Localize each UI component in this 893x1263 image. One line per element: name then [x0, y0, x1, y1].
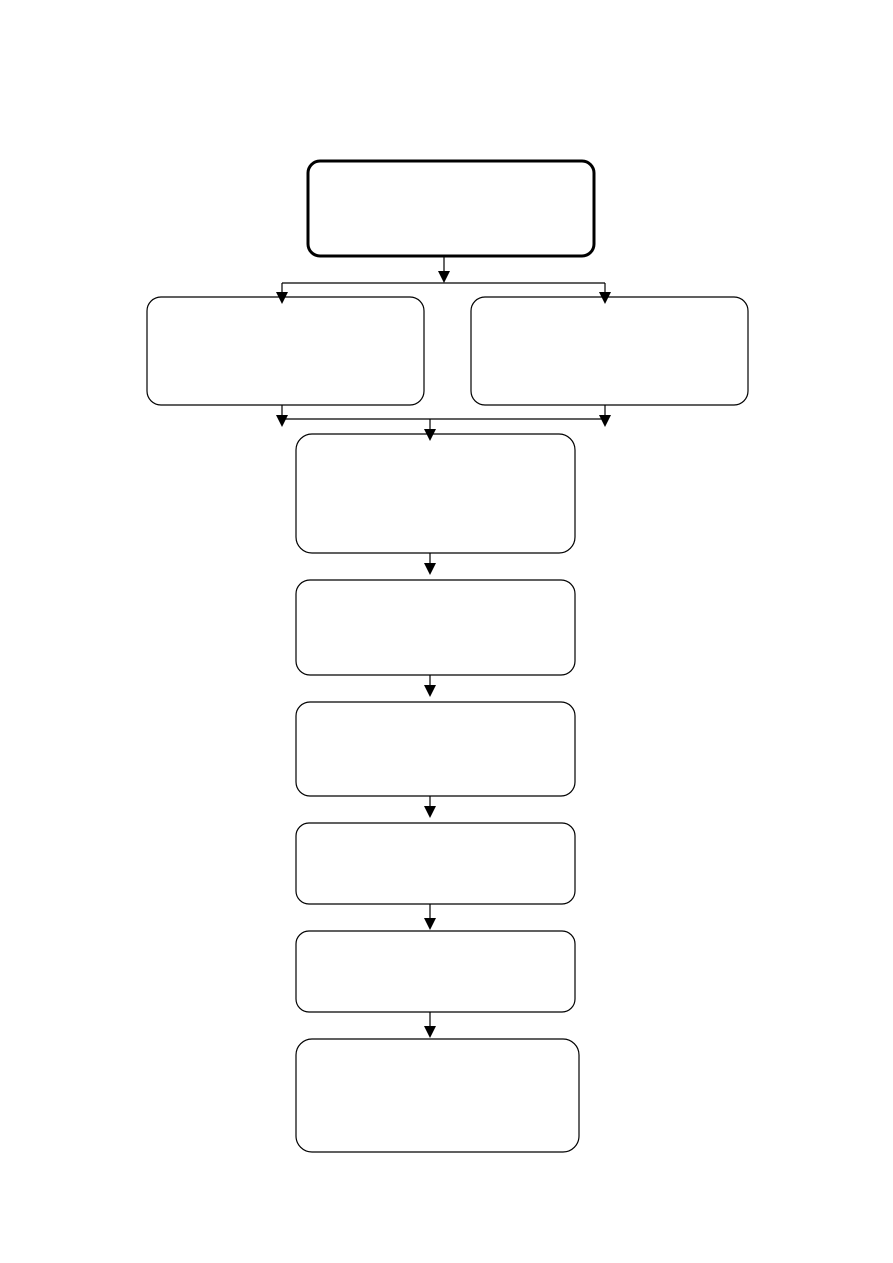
- flowchart-node-step-2: [295, 579, 576, 676]
- flowchart-node-branch-left: [146, 296, 425, 406]
- flowchart-node-step-4: [295, 822, 576, 905]
- flowchart-node-step-5: [295, 930, 576, 1013]
- connector-step-5-to-step-6: [424, 1012, 436, 1038]
- arrowhead: [424, 563, 436, 575]
- arrowhead: [424, 806, 436, 818]
- connector-split-to-branch-right: [599, 283, 611, 304]
- arrowhead: [276, 292, 288, 304]
- flowchart-node-step-3: [295, 701, 576, 797]
- arrowhead: [599, 292, 611, 304]
- arrowhead: [424, 918, 436, 930]
- connector-step-1-to-step-2: [424, 553, 436, 575]
- arrowhead: [438, 271, 450, 283]
- connector-step-4-to-step-5: [424, 904, 436, 930]
- arrowhead: [276, 415, 288, 427]
- flowchart-node-step-6: [295, 1038, 580, 1153]
- connector-split-to-branch-left: [276, 283, 288, 304]
- connector-step-2-to-step-3: [424, 675, 436, 697]
- flowchart-node-step-1: [295, 433, 576, 554]
- connector-start-split: [282, 256, 605, 284]
- flowchart-node-start: [306, 159, 596, 258]
- connector-merge-line: [276, 405, 611, 441]
- arrowhead: [424, 429, 436, 441]
- arrowhead: [424, 685, 436, 697]
- flowchart-node-branch-right: [470, 296, 749, 406]
- arrowhead: [424, 1026, 436, 1038]
- connector-step-3-to-step-4: [424, 796, 436, 818]
- arrowhead: [599, 415, 611, 427]
